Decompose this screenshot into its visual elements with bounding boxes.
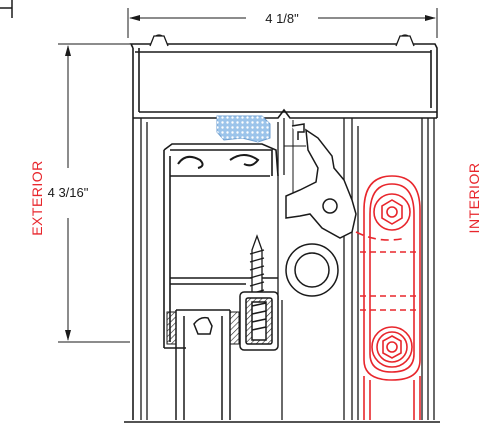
corner-mark [0,0,13,18]
adjuster-block [239,291,279,351]
door-panel [175,309,231,420]
lower-pivot-bolt [371,326,413,368]
red-operator-arm [355,175,421,420]
width-dimension [127,8,438,38]
exterior-label: EXTERIOR [29,160,45,236]
head-clips [149,34,415,47]
gasket-hatch [166,311,240,345]
blue-weatherseal [216,115,271,143]
head-frame [129,43,438,420]
height-dimension [58,43,130,343]
interior-label: INTERIOR [466,163,482,234]
hinge-arm [285,123,357,297]
upper-pivot-bolt [373,193,411,231]
jamb-lines [140,118,435,420]
width-label: 4 1/8" [265,11,299,26]
height-label: 4 3/16" [48,185,89,200]
